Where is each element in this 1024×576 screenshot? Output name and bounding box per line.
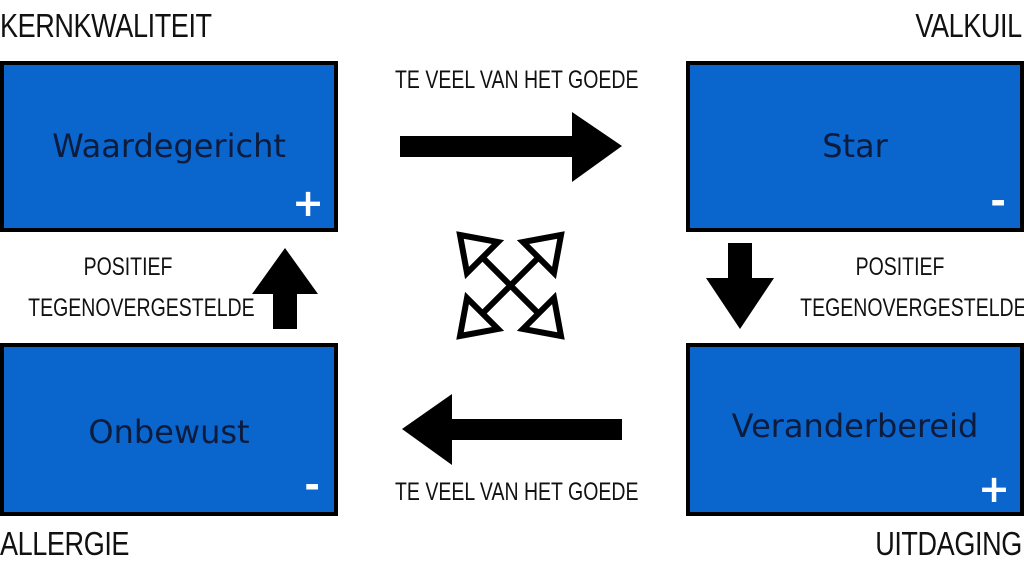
- box-kernkwaliteit: Waardegericht +: [0, 61, 338, 232]
- caption-right-line1: POSITIEF: [855, 253, 945, 281]
- minus-sign: -: [304, 463, 320, 507]
- box-label: Star: [822, 127, 888, 165]
- corner-label-uitdaging: UITDAGING: [875, 525, 1022, 562]
- plus-sign: +: [978, 467, 1010, 511]
- arrow-up-icon: [252, 248, 318, 329]
- arrow-down-icon: [706, 243, 774, 329]
- cross-arrows-icon: [456, 231, 565, 340]
- caption-top: TE VEEL VAN HET GOEDE: [395, 66, 639, 94]
- plus-sign: +: [292, 181, 324, 225]
- corner-label-valkuil: VALKUIL: [915, 7, 1023, 44]
- box-uitdaging: Veranderbereid +: [686, 343, 1024, 516]
- minus-sign: -: [990, 179, 1006, 223]
- box-valkuil: Star -: [686, 61, 1024, 232]
- caption-left-line1: POSITIEF: [83, 253, 173, 281]
- caption-right-line2: TEGENOVERGESTELDE: [800, 294, 1024, 322]
- arrow-right-icon: [400, 112, 622, 182]
- box-allergie: Onbewust -: [0, 343, 338, 516]
- caption-bottom: TE VEEL VAN HET GOEDE: [395, 478, 639, 506]
- corner-label-allergie: ALLERGIE: [0, 525, 130, 562]
- box-label: Onbewust: [88, 413, 250, 451]
- caption-left-line2: TEGENOVERGESTELDE: [28, 294, 255, 322]
- corner-label-kernkwaliteit: KERNKWALITEIT: [0, 7, 212, 44]
- arrow-left-icon: [402, 394, 622, 465]
- box-label: Waardegericht: [52, 127, 286, 165]
- box-label: Veranderbereid: [731, 407, 979, 445]
